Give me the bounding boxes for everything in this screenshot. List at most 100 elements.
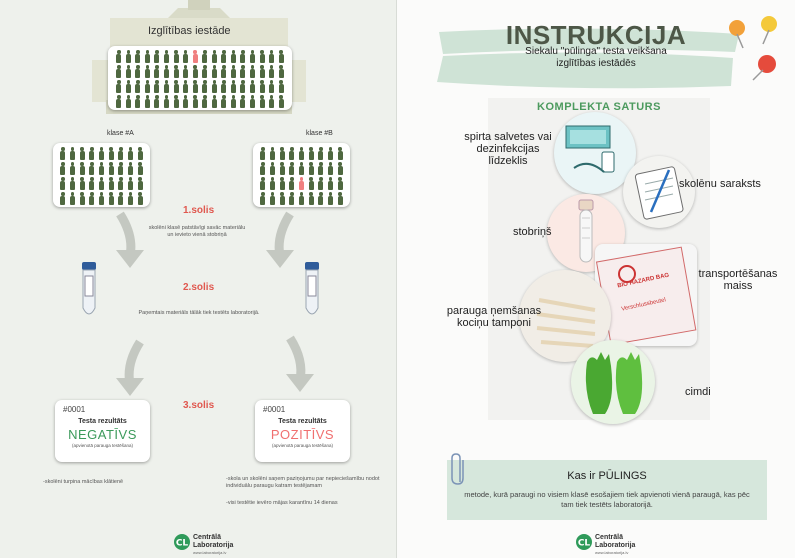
subtitle: Siekalu "pūlinga" testa veikšana izglītī… [397, 46, 795, 70]
person-icon [173, 50, 179, 63]
clipboard-icon [634, 166, 684, 220]
person-icon [127, 162, 133, 175]
positive-text-1: -skola un skolēni saņem paziņojumu par n… [226, 476, 380, 489]
test-tube-icon [305, 262, 319, 315]
person-icon [337, 147, 343, 160]
person-icon [240, 50, 246, 63]
positive-text-2: -visi testētie ievēro mājas karantīnu 14… [226, 500, 338, 506]
bag-photo: BIO HAZARD BAG Verschlussbeutel [595, 244, 697, 346]
person-icon [192, 65, 198, 78]
person-icon [240, 95, 246, 108]
person-icon [318, 192, 324, 205]
person-icon [108, 192, 114, 205]
person-icon [211, 65, 217, 78]
person-icon [269, 95, 275, 108]
person-icon [69, 147, 75, 160]
logo-text: Centrālā Laboratorija www.laboratorija.l… [595, 534, 635, 557]
person-icon [164, 80, 170, 93]
person-icon [318, 177, 324, 190]
person-icon [173, 80, 179, 93]
person-icon [298, 162, 304, 175]
person-icon [240, 80, 246, 93]
result-negative-card: #0001 Testa rezultāts NEGATĪVS (apvienot… [55, 400, 150, 462]
svg-text:CL: CL [176, 539, 189, 549]
class-b-card [253, 143, 350, 207]
person-icon [192, 80, 198, 93]
person-icon [298, 192, 304, 205]
person-icon [60, 177, 66, 190]
person-icon [278, 80, 284, 93]
person-icon [260, 192, 266, 205]
person-icon [259, 95, 265, 108]
negative-text: -skolēni turpina mācības klātienē [43, 479, 124, 485]
step2-title: 2.solis [183, 282, 215, 293]
person-icon [308, 162, 314, 175]
person-icon [202, 80, 208, 93]
person-icon [308, 147, 314, 160]
person-icon [137, 192, 143, 205]
person-icon [135, 65, 141, 78]
person-icon [89, 177, 95, 190]
person-icon [69, 177, 75, 190]
person-icon [98, 147, 104, 160]
item-wipes-label: spirta salvetes vai dezinfekcijas līdzek… [464, 131, 552, 167]
person-icon [318, 162, 324, 175]
person-icon [108, 147, 114, 160]
person-icon [211, 95, 217, 108]
person-icon [260, 162, 266, 175]
result-positive-value: POZITĪVS [270, 427, 335, 442]
item-swabs-label: parauga ņemšanas kociņu tamponi [446, 305, 542, 329]
left-page: Izglītības iestāde klase #A klase #B 1.s… [0, 0, 396, 558]
person-icon [183, 65, 189, 78]
person-icon [144, 95, 150, 108]
person-icon [202, 50, 208, 63]
person-icon [250, 80, 256, 93]
person-icon [164, 50, 170, 63]
arrow-down-icon [266, 211, 294, 268]
item-list-label: skolēnu saraksts [679, 178, 761, 190]
test-tube-icon [82, 262, 96, 315]
paperclip-icon [451, 453, 464, 485]
person-icon [60, 162, 66, 175]
person-icon [135, 50, 141, 63]
person-icon [269, 192, 275, 205]
person-icon [137, 147, 143, 160]
person-icon [79, 147, 85, 160]
school-label: Izglītības iestāde [148, 25, 231, 37]
logo-url: www.laboratorija.lv [595, 550, 629, 555]
result-id: #0001 [63, 405, 86, 414]
person-icon [154, 50, 160, 63]
test-tube-icon [578, 199, 594, 263]
person-icon [144, 80, 150, 93]
person-icon [260, 147, 266, 160]
person-icon [183, 95, 189, 108]
person-icon [127, 192, 133, 205]
info-text: metode, kurā paraugi no visiem klasē eso… [464, 490, 750, 509]
person-icon [211, 50, 217, 63]
person-icon [116, 50, 122, 63]
person-icon [89, 192, 95, 205]
person-icon [192, 95, 198, 108]
person-icon [289, 177, 295, 190]
arrow-down-icon [116, 211, 144, 268]
school-card [108, 46, 292, 110]
person-icon [337, 162, 343, 175]
person-icon [135, 95, 141, 108]
person-icon [278, 95, 284, 108]
swab-icon [536, 298, 596, 348]
person-icon [202, 65, 208, 78]
person-icon [89, 162, 95, 175]
item-tube-label: stobriņš [513, 226, 552, 238]
person-icon [230, 80, 236, 93]
class-a-label: klase #A [107, 130, 134, 137]
person-icon [192, 50, 198, 63]
gloves-photo [571, 340, 655, 424]
person-icon [125, 80, 131, 93]
person-icon [69, 162, 75, 175]
person-icon [327, 147, 333, 160]
person-icon [135, 80, 141, 93]
person-icon [279, 192, 285, 205]
right-page: INSTRUKCIJA Siekalu "pūlinga" testa veik… [397, 0, 795, 558]
person-icon [108, 162, 114, 175]
person-icon [164, 65, 170, 78]
